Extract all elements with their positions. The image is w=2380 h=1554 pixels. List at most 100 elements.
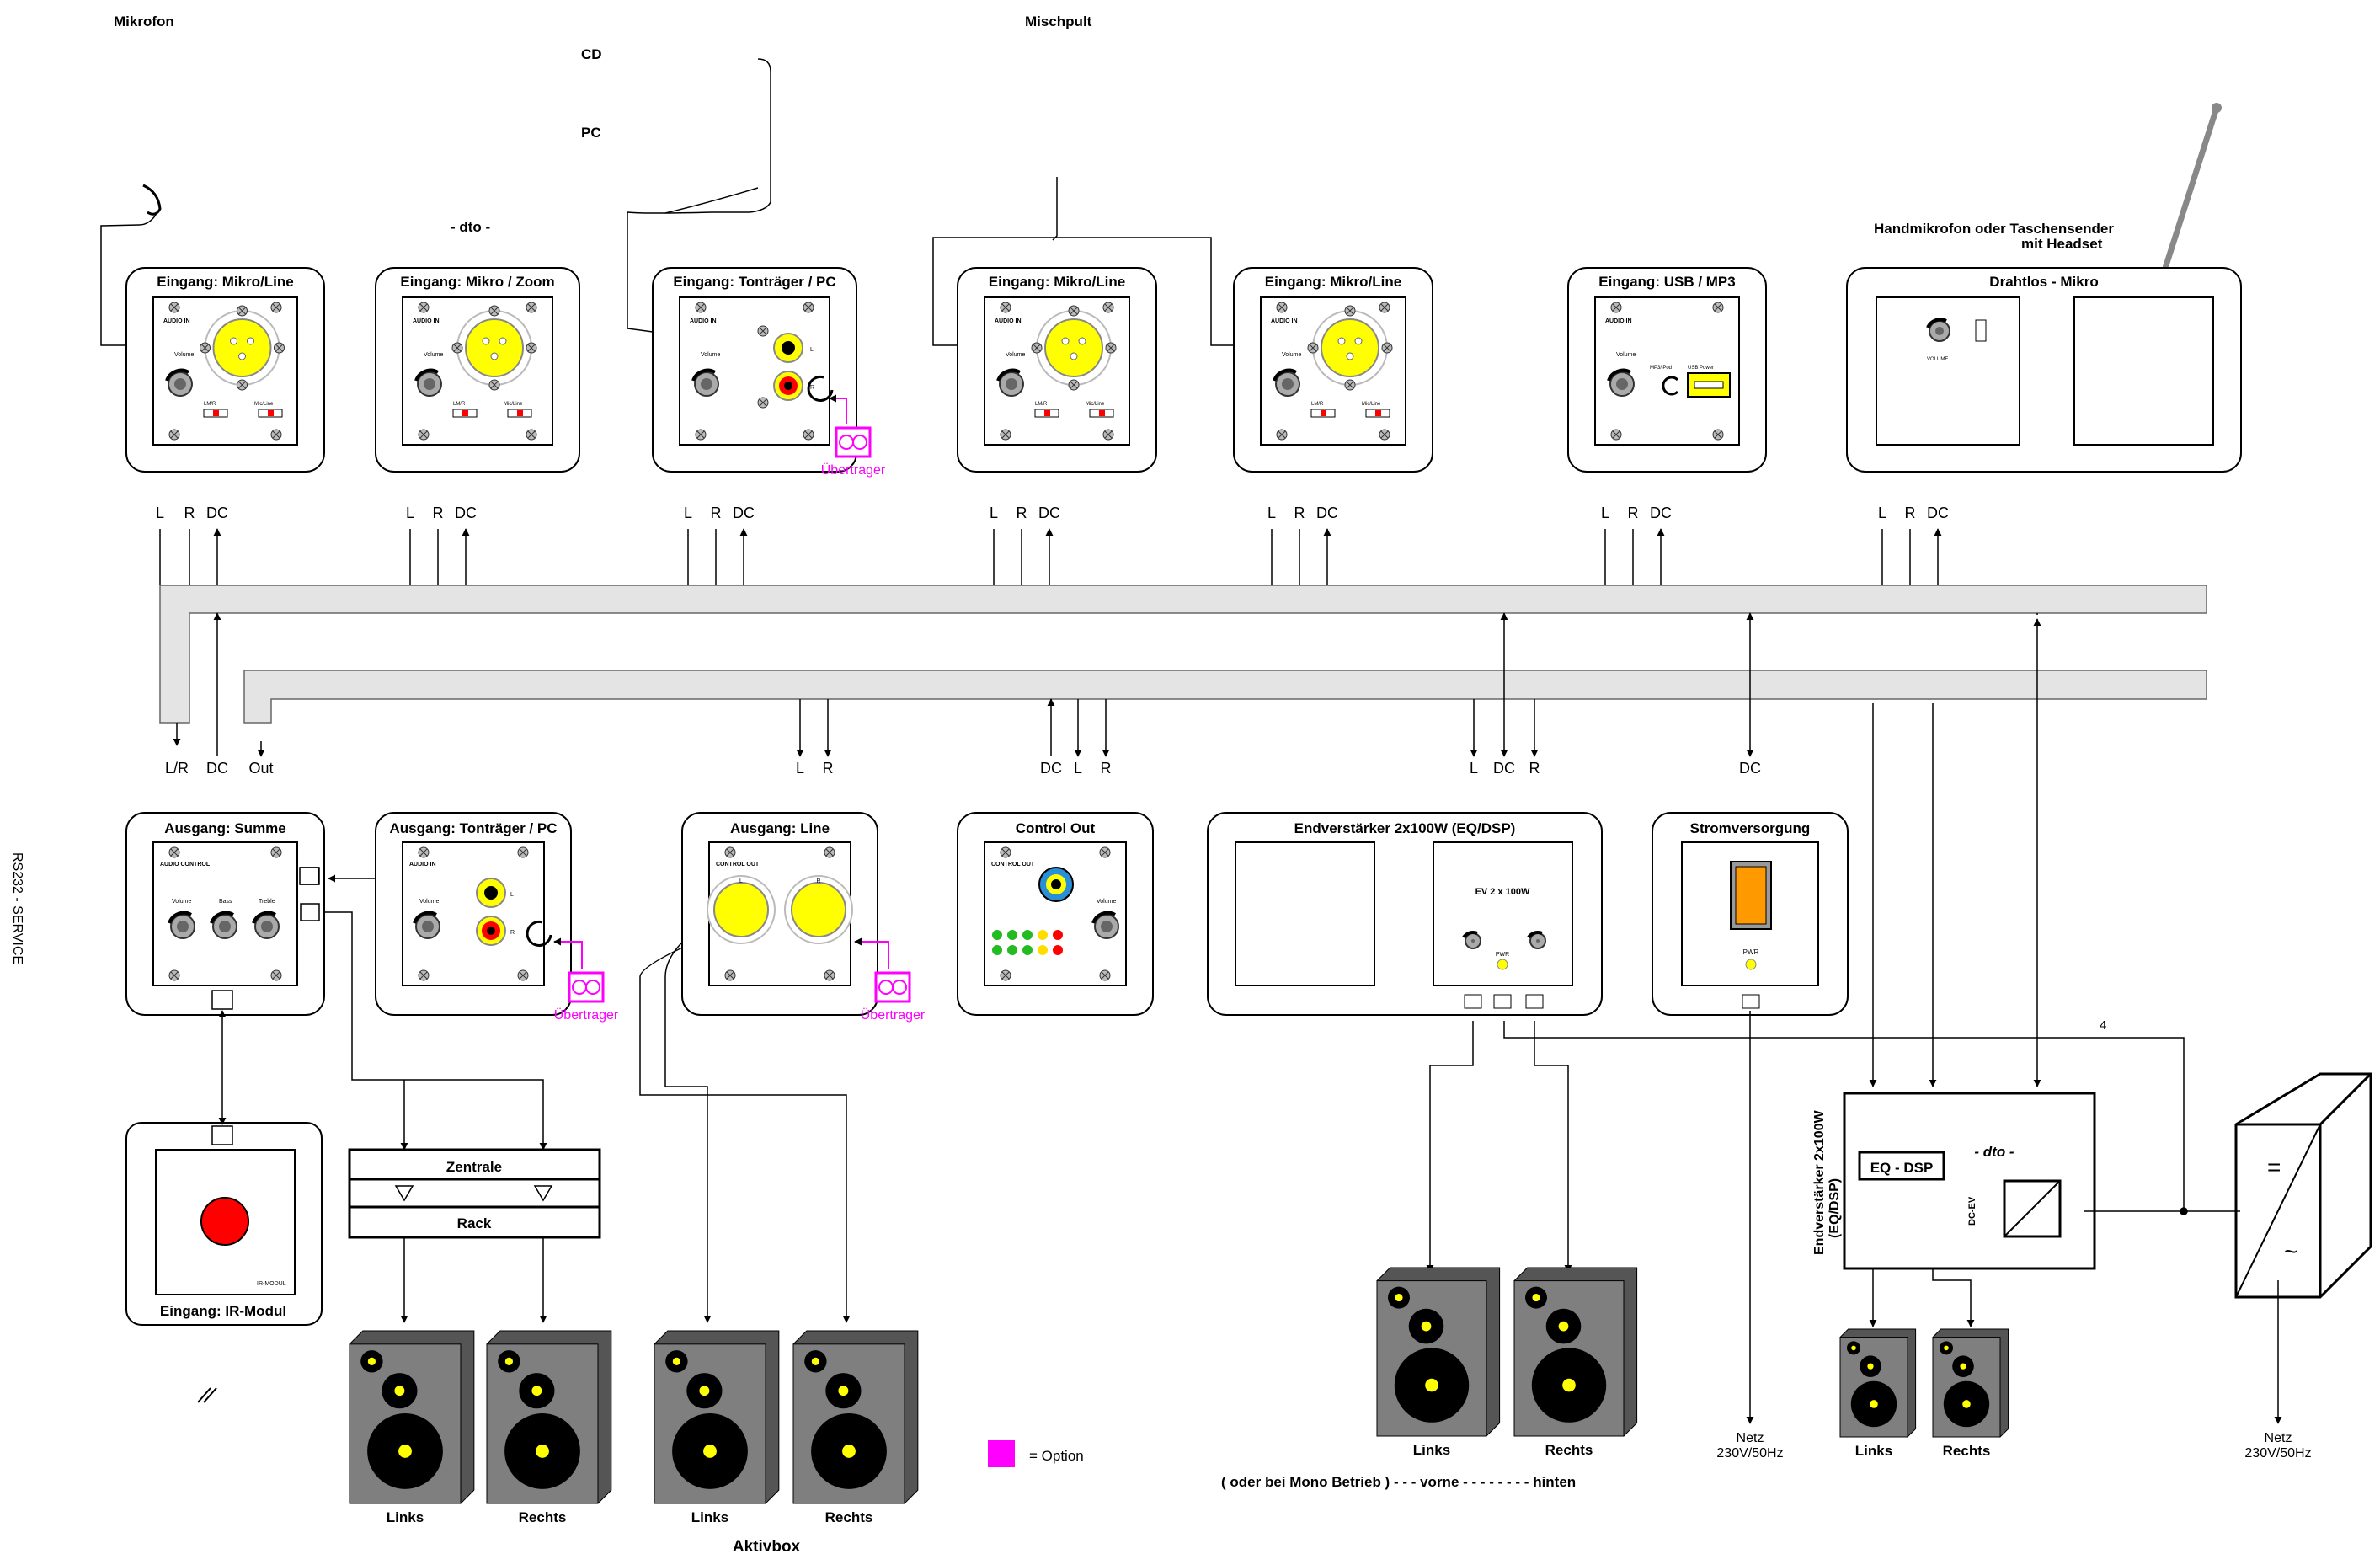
four-label: 4 — [2100, 1018, 2106, 1033]
speaker-terminal[interactable] — [1493, 994, 1512, 1009]
vu-led — [1038, 930, 1048, 940]
screw-icon — [418, 429, 430, 441]
bus-label-r: R — [1294, 505, 1305, 521]
svg-text:=: = — [2267, 1154, 2281, 1180]
audio-in-label: AUDIO IN — [413, 318, 440, 324]
xlr-connector-icon[interactable] — [1312, 310, 1388, 386]
volume-knob[interactable] — [1527, 930, 1546, 949]
speaker-links — [654, 1330, 780, 1504]
audio-in-label: AUDIO IN — [1271, 318, 1298, 324]
bus-label-lr: L/R — [165, 760, 189, 777]
bus-label-l: L — [990, 505, 998, 521]
screw-icon — [1068, 379, 1080, 391]
bus-bar-lower — [243, 670, 2207, 724]
usb-port-icon[interactable] — [1687, 372, 1731, 398]
output-module-5: Endverstärker 2x100W (EQ/DSP)EV 2 x 100W… — [1207, 812, 1603, 1016]
screw-icon — [1610, 429, 1622, 441]
screw-icon — [1000, 846, 1011, 858]
screw-icon — [200, 342, 211, 354]
screw-icon — [1099, 846, 1111, 858]
bus-label-r: R — [184, 505, 195, 521]
zentrale-rack: Zentrale Rack — [348, 1148, 601, 1239]
rack-label: Rack — [457, 1215, 492, 1231]
usb-power-label: USB Power — [1688, 366, 1714, 371]
output-module-title: Stromversorgung — [1690, 820, 1811, 836]
volume-knob[interactable] — [1091, 911, 1119, 939]
xlr-output-icon[interactable] — [707, 875, 776, 944]
speaker-label-links: Links — [691, 1509, 728, 1525]
output-module-title: Ausgang: Summe — [164, 820, 286, 836]
screw-icon — [724, 969, 736, 981]
screw-icon — [168, 429, 180, 441]
xlr-connector-icon[interactable] — [204, 310, 280, 386]
bus-label-l: L — [796, 760, 804, 777]
screw-icon — [1105, 342, 1117, 354]
xlr-connector-icon[interactable] — [456, 310, 532, 386]
mono-note: ( oder bei Mono Betrieb ) - - - vorne - … — [1221, 1474, 1576, 1490]
screw-icon — [1276, 429, 1288, 441]
switch-label-1: LM/R — [1311, 402, 1324, 407]
rca-jack-right-icon[interactable] — [773, 371, 803, 401]
volume-knob[interactable] — [1926, 318, 1950, 342]
screw-icon — [757, 397, 769, 409]
rca-r-label: R — [810, 385, 814, 391]
xlr-output-icon[interactable] — [784, 875, 853, 944]
rca-jack-left-icon[interactable] — [773, 333, 803, 363]
screw-icon — [274, 342, 285, 354]
bus-label-r: R — [1529, 760, 1540, 777]
volume-knob[interactable] — [210, 911, 237, 939]
volume-knob[interactable] — [413, 911, 440, 939]
volume-knob[interactable] — [252, 911, 280, 939]
screw-icon — [168, 302, 180, 313]
label-headset: mit Headset — [2021, 236, 2103, 252]
bus-label-dc: DC — [455, 505, 477, 521]
screw-icon — [1099, 969, 1111, 981]
netz-label-1b: 230V/50Hz — [1716, 1446, 1783, 1461]
input-module-title: Drahtlos - Mikro — [1989, 274, 2098, 290]
audio-in-label: AUDIO IN — [995, 318, 1022, 324]
output-module-title: Ausgang: Line — [730, 820, 830, 836]
speaker-terminal[interactable] — [1525, 994, 1544, 1009]
volume-knob[interactable] — [1607, 368, 1635, 397]
speaker-terminal[interactable] — [1464, 994, 1482, 1009]
bus-label-l: L — [1601, 505, 1609, 521]
aux-jack-icon[interactable] — [1662, 376, 1679, 396]
label-mikrofon: Mikrofon — [114, 13, 174, 29]
screw-icon — [1379, 302, 1390, 313]
dc-ev-label: DC-EV — [1967, 1196, 1977, 1226]
bus-label-r: R — [823, 760, 834, 777]
speaker-label-rechts: Rechts — [519, 1509, 567, 1525]
volume-label: Volume — [1006, 352, 1025, 358]
volume-knob[interactable] — [165, 368, 193, 397]
volume-knob[interactable] — [1462, 930, 1481, 949]
audio-in-label: AUDIO IN — [690, 318, 717, 324]
volume-knob[interactable] — [996, 368, 1024, 397]
bus-label-l: L — [1470, 760, 1478, 777]
vu-led — [1007, 930, 1017, 940]
volume-knob[interactable] — [691, 368, 719, 397]
bus-label-dc: DC — [206, 760, 228, 777]
bus-bar-upper — [159, 585, 2207, 724]
power-switch[interactable] — [1730, 861, 1772, 930]
volume-knob[interactable] — [1273, 368, 1300, 397]
volume-label: VOLUME — [1927, 357, 1948, 362]
vu-led — [992, 945, 1002, 955]
volume-knob[interactable] — [168, 911, 195, 939]
screw-icon — [757, 325, 769, 337]
bus-label-r: R — [1905, 505, 1916, 521]
ir-small-label: IR-MODUL — [257, 1281, 286, 1287]
xlr-connector-icon[interactable] — [1036, 310, 1112, 386]
cd-pc-cable — [627, 58, 771, 337]
speaker-rechts — [792, 1330, 919, 1504]
volume-label: Volume — [701, 352, 720, 358]
rs232-label: RS232 - SERVICE — [10, 852, 24, 964]
rca-l-label: L — [510, 892, 514, 898]
volume-knob[interactable] — [414, 368, 442, 397]
sub-label: CONTROL OUT — [716, 862, 760, 868]
